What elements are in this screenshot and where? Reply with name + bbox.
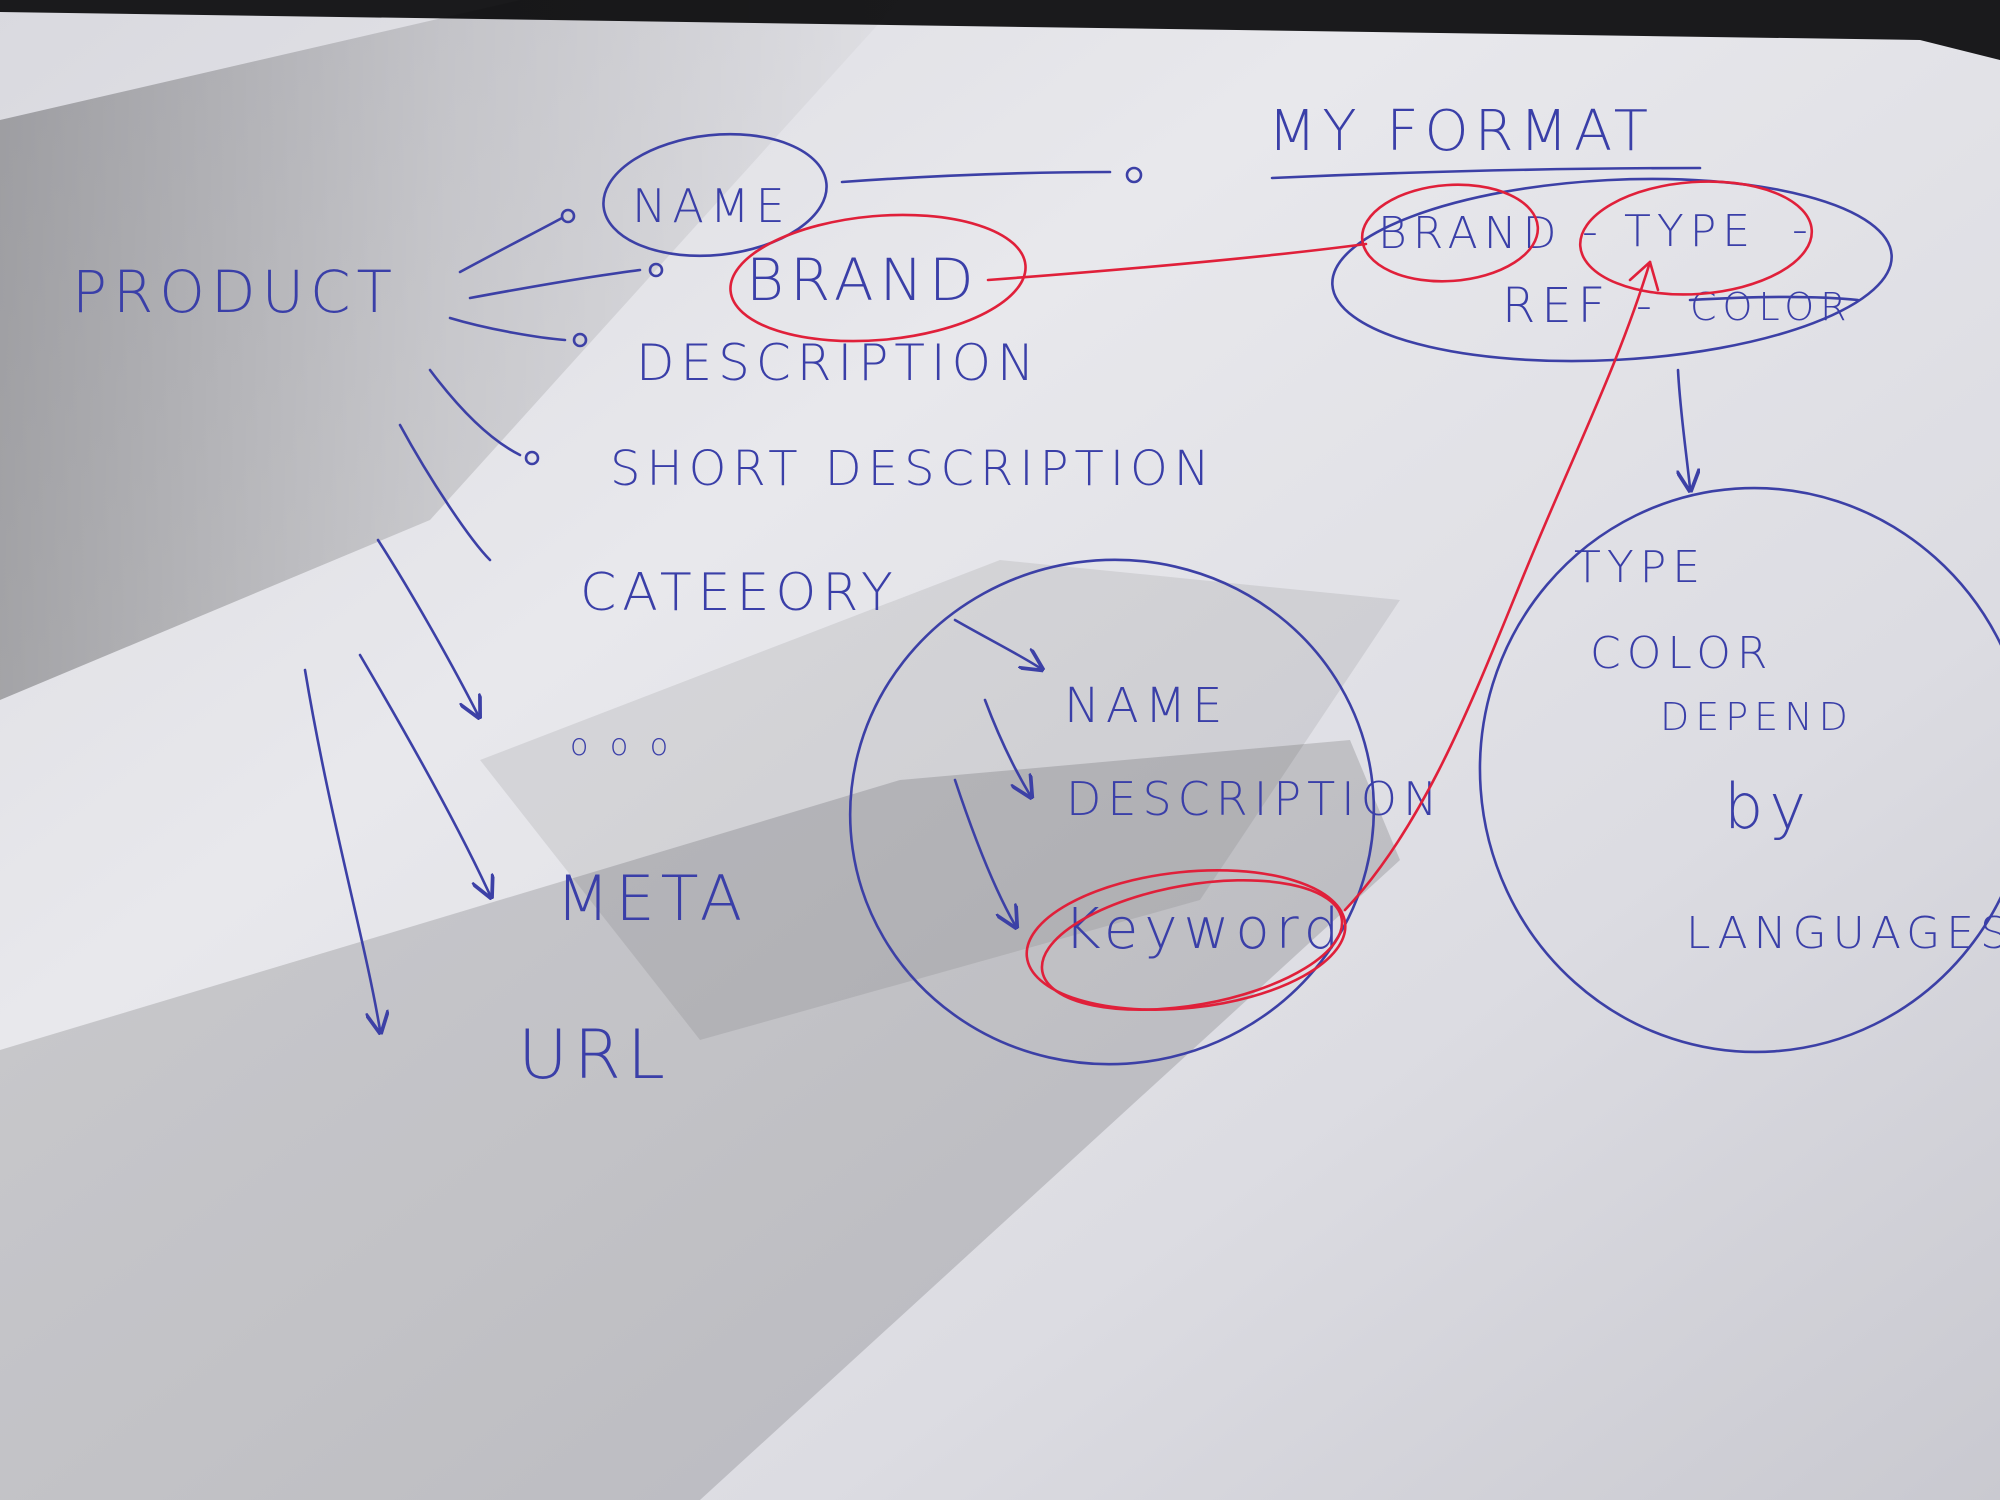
- connector-category: [398, 423, 492, 562]
- format-brand: BRAND: [1378, 208, 1563, 259]
- field-url: URL: [518, 1016, 671, 1095]
- format-brand-circle: [1360, 183, 1540, 283]
- field-meta: META: [556, 862, 748, 935]
- connector-name: [458, 216, 564, 274]
- language-line-5: LANGUAGES: [1686, 908, 2000, 959]
- language-line-3: DEPEND: [1660, 695, 1854, 739]
- format-type: TYPE: [1624, 206, 1756, 257]
- field-name: NAME: [632, 179, 791, 233]
- category-circle: [848, 558, 1376, 1066]
- category-description: DESCRIPTION: [1066, 772, 1443, 826]
- connector-url: [303, 668, 380, 1030]
- format-circle: [1331, 177, 1893, 363]
- language-circle: [1478, 486, 2000, 1054]
- field-short-description: SHORT DESCRIPTION: [610, 441, 1216, 497]
- language-line-1: TYPE: [1574, 542, 1706, 593]
- keyword-to-type-link: [1343, 260, 1652, 912]
- shadow-band: [0, 0, 900, 700]
- name-circle: [602, 132, 828, 258]
- format-title-underline: [1270, 166, 1702, 180]
- field-category: CATEEORY: [580, 563, 899, 623]
- name-to-format-line: [840, 170, 1112, 184]
- field-description: DESCRIPTION: [636, 334, 1040, 392]
- category-name: NAME: [1064, 678, 1228, 734]
- shadow-band: [0, 740, 1400, 1500]
- language-line-4: by: [1724, 770, 1812, 843]
- connector-brand: [468, 268, 642, 300]
- format-title: MY FORMAT: [1268, 99, 1654, 164]
- connector-short-description: [428, 368, 522, 457]
- connector-ellipsis: [376, 538, 478, 715]
- connector-end: [560, 208, 576, 224]
- link-arrow-head: [1628, 260, 1660, 292]
- category-keyword: Keyword: [1064, 897, 1345, 962]
- connector-meta: [358, 653, 490, 895]
- brand-circle: [729, 213, 1027, 343]
- keyword-circle: [1040, 878, 1344, 1012]
- connector-end: [648, 262, 664, 278]
- format-sep-2: -: [1792, 204, 1814, 255]
- brand-to-format-link: [986, 242, 1368, 282]
- connector-end: [572, 332, 588, 348]
- format-to-language-arrow: [1678, 368, 1690, 488]
- language-line-2: COLOR: [1590, 628, 1774, 679]
- keyword-circle: [1025, 869, 1347, 1011]
- category-arrow: [953, 778, 1015, 925]
- format-sep-3: -: [1636, 280, 1658, 331]
- field-ellipsis: o o o: [570, 728, 674, 763]
- color-strike: [1688, 295, 1860, 302]
- connector-end: [524, 450, 540, 466]
- category-arrow: [953, 618, 1040, 668]
- category-arrow: [983, 698, 1030, 795]
- format-sep-1: -: [1582, 206, 1604, 257]
- format-ref: REF: [1502, 278, 1611, 334]
- connector-end: [1125, 166, 1143, 184]
- shadow-band: [480, 560, 1400, 1040]
- connector-description: [448, 316, 567, 342]
- root-label: PRODUCT: [72, 258, 398, 326]
- field-brand: BRAND: [746, 246, 980, 314]
- format-type-circle: [1578, 180, 1814, 296]
